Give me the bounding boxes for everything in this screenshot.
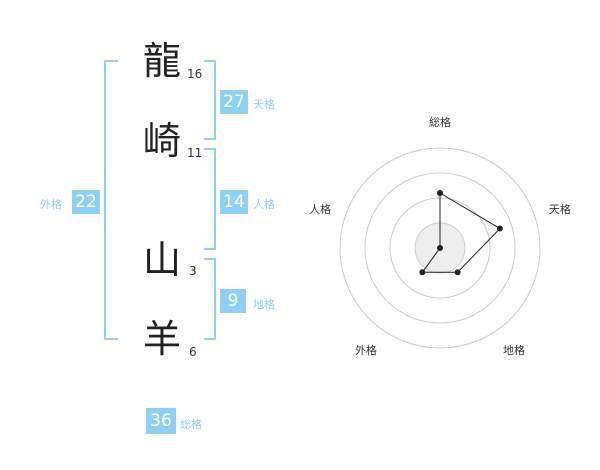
chikaku-label: 地格 xyxy=(253,298,275,311)
tenkaku-bracket xyxy=(204,60,216,140)
name-char-1: 龍 xyxy=(142,39,181,83)
jinkaku-value: 14 xyxy=(220,190,248,214)
soukaku-label: 総格 xyxy=(180,418,202,431)
radar-axis-label-3: 地格 xyxy=(503,343,525,357)
radar-point-1 xyxy=(437,190,443,196)
name-char-4: 羊 xyxy=(142,317,181,361)
stroke-count-4: 6 xyxy=(189,345,197,359)
stroke-count-2: 11 xyxy=(187,146,203,160)
gaikaku-bracket xyxy=(104,60,118,340)
radar-point-2 xyxy=(496,225,503,232)
radar-axis-label-1: 総格 xyxy=(429,115,451,129)
stroke-count-1: 16 xyxy=(187,67,203,81)
radar-polygon xyxy=(421,192,501,273)
chikaku-bracket xyxy=(204,258,216,340)
gaikaku-value: 22 xyxy=(72,190,100,214)
radar-ring-3 xyxy=(364,172,516,324)
soukaku-value: 36 xyxy=(146,408,176,434)
tenkaku-label: 天格 xyxy=(253,98,275,111)
radar-ring-4 xyxy=(339,147,541,349)
radar-axis-label-5: 人格 xyxy=(309,202,331,216)
radar-point-3 xyxy=(454,269,461,276)
radar-point-5 xyxy=(437,245,443,251)
radar-point-4 xyxy=(419,269,426,276)
radar-axis-label-2: 天格 xyxy=(549,202,571,216)
gaikaku-label: 外格 xyxy=(40,198,62,211)
stroke-count-3: 3 xyxy=(189,264,197,278)
radar-axis-label-4: 外格 xyxy=(355,343,377,357)
chikaku-value: 9 xyxy=(220,289,246,313)
jinkaku-bracket xyxy=(204,148,216,250)
name-char-2: 崎 xyxy=(142,119,181,163)
jinkaku-label: 人格 xyxy=(253,198,275,211)
tenkaku-value: 27 xyxy=(220,90,248,114)
name-char-3: 山 xyxy=(142,238,181,282)
